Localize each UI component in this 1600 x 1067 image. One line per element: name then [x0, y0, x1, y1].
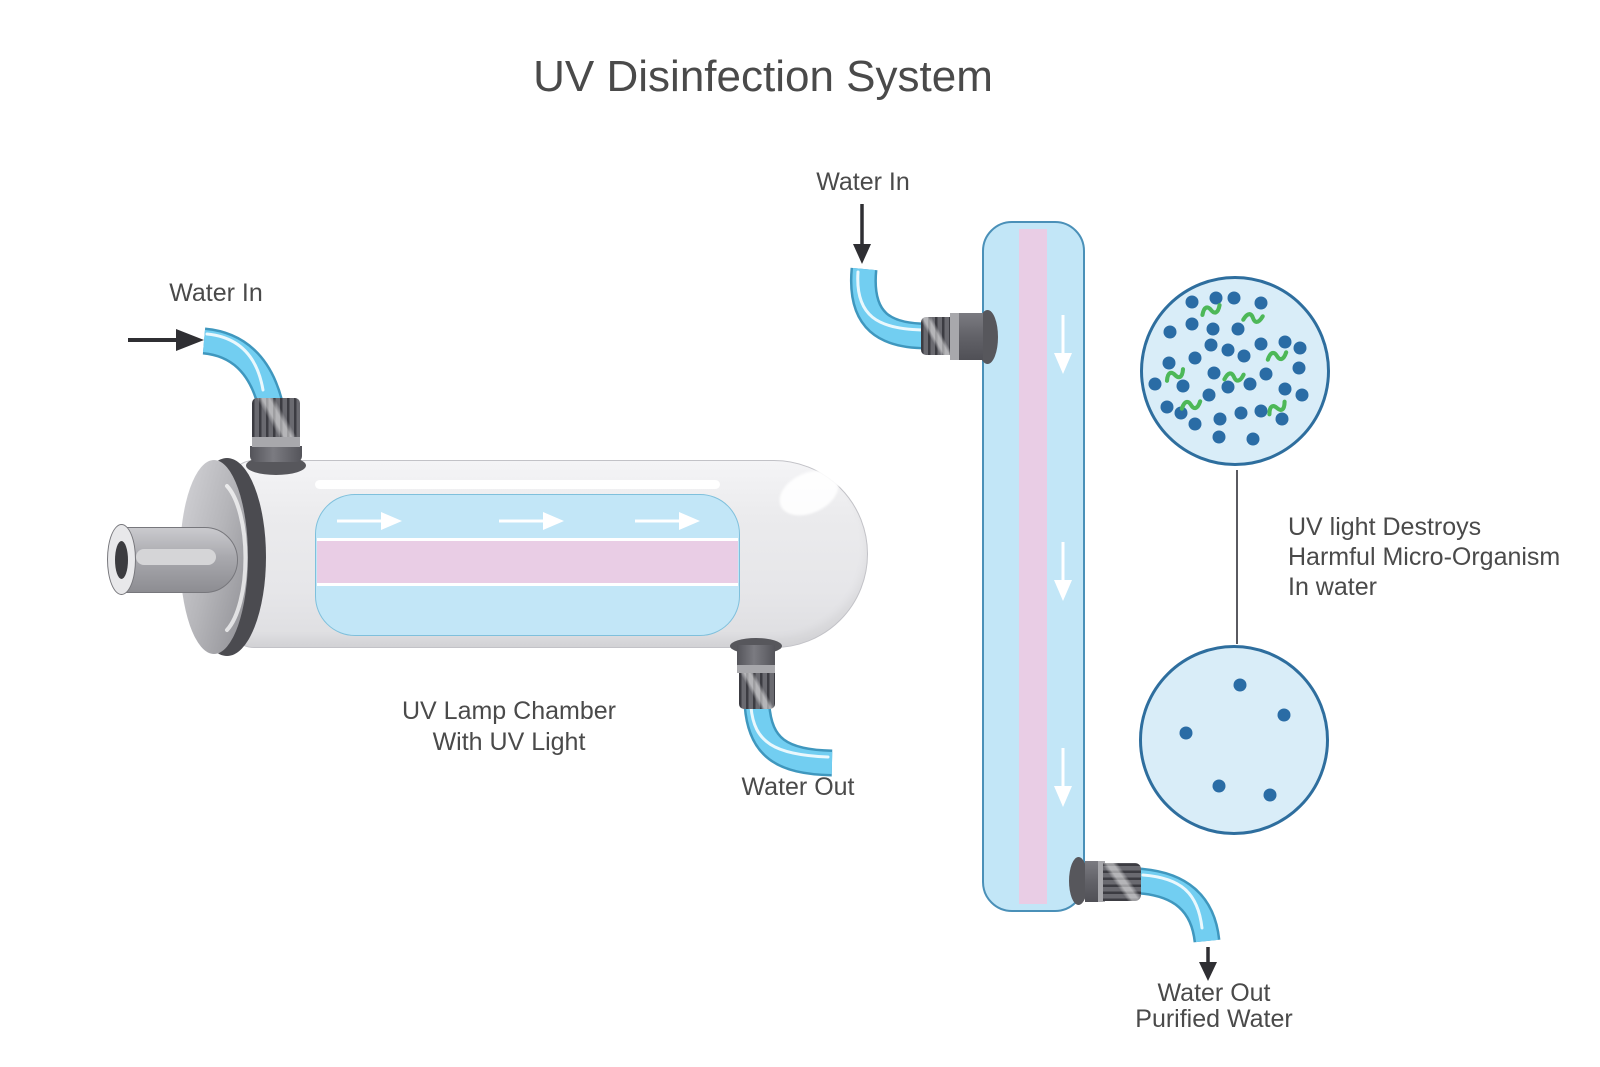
- microorganism-dot: [1254, 337, 1268, 351]
- microorganism-dot: [1148, 377, 1162, 391]
- fitting-neck: [737, 645, 775, 665]
- uv-effect-caption: UV light Destroys Harmful Micro-Organism…: [1288, 512, 1600, 602]
- microbes-after-circle: [1139, 645, 1329, 835]
- microorganism-dot: [1209, 291, 1223, 305]
- microbe-icon: [1200, 303, 1222, 318]
- microorganism-dot: [1254, 404, 1268, 418]
- outlet-pipe-left: [743, 703, 833, 777]
- microorganism-dot: [1206, 322, 1220, 336]
- microorganism-dot: [1246, 432, 1260, 446]
- microbes-before-circle: [1140, 276, 1330, 466]
- microorganism-dot: [1234, 406, 1248, 420]
- microorganism-dot: [1293, 341, 1307, 355]
- microorganism-dot: [1295, 388, 1309, 402]
- microorganism-dot: [1179, 726, 1193, 740]
- microorganism-dot: [1176, 379, 1190, 393]
- chamber-caption-line1: UV Lamp Chamber: [402, 697, 616, 725]
- uv-effect-caption-line2: Harmful Micro-Organism: [1288, 543, 1561, 571]
- chamber-caption: UV Lamp Chamber With UV Light: [359, 696, 659, 758]
- microorganism-dot: [1221, 343, 1235, 357]
- microorganism-dot: [1227, 291, 1241, 305]
- microorganism-dot: [1185, 295, 1199, 309]
- microorganism-dot: [1204, 338, 1218, 352]
- microorganism-dot: [1254, 296, 1268, 310]
- microorganism-dot: [1263, 788, 1277, 802]
- microorganism-dot: [1188, 351, 1202, 365]
- microbe-icon: [1179, 399, 1203, 411]
- water-out-arrow-vertical: [1199, 947, 1217, 981]
- water-out-line2: Purified Water: [1135, 1005, 1293, 1033]
- microorganism-dot: [1278, 335, 1292, 349]
- microorganism-dot: [1163, 325, 1177, 339]
- uv-effect-caption-line3: In water: [1288, 573, 1377, 601]
- microbe-icon: [1241, 311, 1266, 324]
- microorganism-dot: [1275, 412, 1289, 426]
- microorganism-dot: [1185, 317, 1199, 331]
- water-in-label-vertical: Water In: [816, 168, 910, 196]
- water-out-line1: Water Out: [1157, 979, 1271, 1007]
- outlet-pipe-vertical: [1137, 867, 1221, 943]
- microorganism-dot: [1188, 417, 1202, 431]
- uv-effect-caption-line1: UV light Destroys: [1288, 513, 1482, 541]
- chamber-top-highlight: [315, 480, 720, 489]
- fitting-neck: [1085, 861, 1100, 902]
- microorganism-dot: [1202, 388, 1216, 402]
- water-in-arrow-left: [128, 329, 204, 351]
- microbe-icon: [1165, 366, 1186, 383]
- fitting-ribbed-nut: [921, 317, 950, 355]
- fitting-band: [737, 665, 775, 673]
- water-out-label-left: Water Out: [741, 773, 855, 801]
- water-in-label-left: Water In: [169, 279, 263, 307]
- microorganism-dot: [1237, 349, 1251, 363]
- lamp-socket-highlight: [136, 549, 216, 565]
- microbe-icon: [1267, 399, 1287, 417]
- microorganism-dot: [1277, 708, 1291, 722]
- lamp-socket-hole: [115, 541, 128, 579]
- microbe-icon: [1266, 350, 1289, 362]
- fitting-neck: [959, 313, 983, 360]
- water-out-label-vertical: Water Out Purified Water: [1064, 980, 1364, 1032]
- fitting-neck: [250, 446, 302, 462]
- microorganism-dot: [1243, 377, 1257, 391]
- uv-lamp-vertical: [1019, 229, 1047, 904]
- microorganism-dot: [1259, 367, 1273, 381]
- page-title: UV Disinfection System: [533, 52, 993, 101]
- microorganism-dot: [1162, 356, 1176, 370]
- uv-lamp-horizontal: [317, 538, 738, 586]
- fitting-ribbed-nut: [739, 673, 775, 709]
- fitting-band: [1098, 861, 1105, 902]
- fitting-ribbed-nut: [1103, 863, 1141, 901]
- fitting-ribbed-nut: [252, 398, 300, 437]
- fitting-base: [1069, 857, 1088, 905]
- fitting-band: [950, 313, 959, 360]
- microbe-icon: [1222, 370, 1246, 383]
- microorganism-dot: [1174, 406, 1188, 420]
- water-in-arrow-vertical: [853, 204, 871, 264]
- microorganism-dot: [1160, 400, 1174, 413]
- inlet-pipe-left: [202, 327, 284, 407]
- microorganism-dot: [1207, 366, 1221, 380]
- microorganism-dot: [1212, 779, 1226, 793]
- microorganism-dot: [1212, 430, 1226, 444]
- microorganism-dot: [1233, 678, 1247, 692]
- microorganism-dot: [1221, 380, 1235, 394]
- chamber-caption-line2: With UV Light: [432, 728, 586, 756]
- inlet-pipe-vertical: [849, 267, 928, 350]
- fitting-band: [252, 436, 300, 447]
- microorganism-dot: [1231, 322, 1245, 336]
- microorganism-dot: [1213, 412, 1227, 426]
- microorganism-dot: [1278, 382, 1292, 396]
- microorganism-dot: [1292, 361, 1306, 375]
